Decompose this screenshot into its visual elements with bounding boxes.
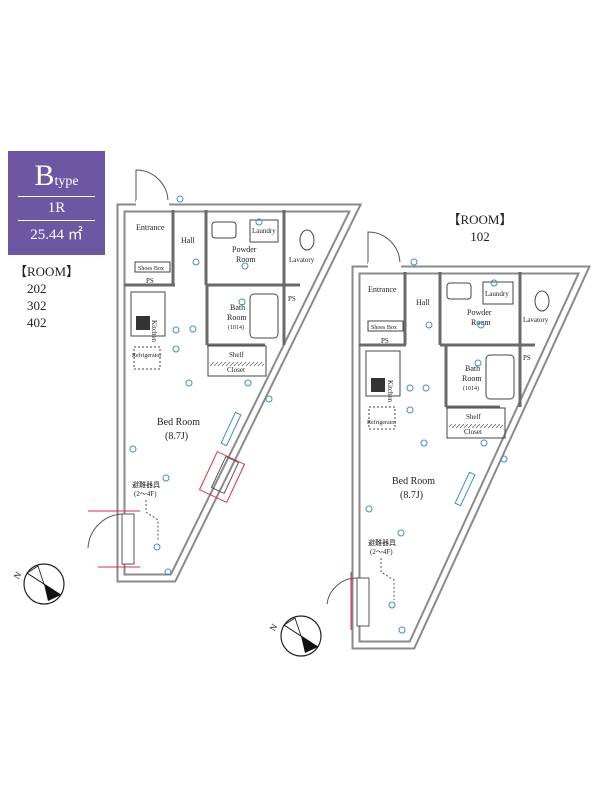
hall-label: Hall	[416, 298, 431, 307]
refrigerator-space	[133, 346, 161, 370]
unit-area: 25.44 ㎡	[30, 227, 83, 243]
refrigerator-label: Refrigerator	[132, 352, 161, 359]
balcony-door	[121, 513, 135, 565]
room-number: 202	[27, 281, 47, 296]
closet-label: Closet	[227, 366, 245, 374]
balcony-door	[356, 577, 370, 627]
laundry-pan	[249, 219, 279, 243]
unit-type-title: Btype	[8, 159, 105, 199]
sliding-window	[210, 455, 240, 495]
room-102-caption: 【ROOM】 102	[440, 211, 520, 245]
unit-layout: 1R	[47, 200, 66, 216]
shelf-label: Shelf	[229, 351, 244, 359]
refrigerator-space	[368, 406, 396, 430]
shoes-box-label: Shoes Box	[371, 325, 397, 331]
stove-icon	[136, 316, 150, 330]
card-divider	[18, 196, 95, 197]
electrical-fixtures	[365, 258, 508, 634]
stove-icon	[371, 378, 385, 392]
unit-type-letter: B	[34, 159, 55, 192]
kitchen-label: Kitchen	[150, 320, 158, 343]
toilet	[534, 290, 550, 312]
room-number: 302	[27, 298, 47, 313]
bath-label-2: Room	[462, 374, 482, 383]
floor-plan-left: Shoes Box PS Entrance Hall Laundry Powde…	[87, 169, 363, 583]
kitchen-counter	[130, 291, 166, 337]
north-arrow-icon: N	[268, 615, 322, 657]
closet	[446, 407, 506, 439]
shelf-label: Shelf	[466, 413, 481, 421]
entrance-label: Entrance	[368, 285, 397, 294]
lavatory-label: Lavatory	[523, 316, 549, 324]
closet	[207, 345, 267, 377]
card-divider	[18, 220, 95, 221]
closet-label: Closet	[464, 428, 482, 436]
bath-label-2: Room	[227, 313, 247, 322]
bed-room-label: Bed Room	[157, 417, 200, 428]
interior-walls	[359, 272, 535, 409]
kitchen-counter	[365, 350, 401, 397]
shoes-box	[367, 320, 404, 332]
escape-device-label-2: (2～4F)	[370, 548, 393, 556]
powder-room-label-2: Room	[236, 255, 256, 264]
bed-room-label: Bed Room	[392, 476, 435, 487]
bath-label-3: (1014)	[463, 385, 479, 392]
ps-label: PS	[146, 277, 154, 285]
refrigerator-label: Refrigerator	[367, 419, 396, 426]
entrance-door	[367, 231, 401, 265]
laundry-pan	[482, 281, 514, 305]
bed-room-size: (8.7J)	[165, 431, 188, 442]
bathtub	[485, 354, 515, 400]
laundry-label: Laundry	[252, 227, 276, 235]
room-list: 【ROOM】 202 302 402	[14, 263, 102, 331]
room-102-number: 102	[470, 229, 490, 244]
ps-label: PS	[381, 337, 389, 345]
window	[220, 411, 242, 447]
escape-device-label-2: (2～4F)	[134, 490, 157, 498]
room-list-header: 【ROOM】	[14, 264, 80, 279]
ps-label: PS	[523, 354, 531, 362]
entrance-door	[135, 169, 169, 203]
unit-type-suffix: type	[54, 174, 79, 189]
washbasin	[446, 282, 472, 300]
north-label: N	[12, 570, 24, 581]
laundry-label: Laundry	[485, 290, 509, 298]
ps-label: PS	[288, 295, 296, 303]
bed-room-size: (8.7J)	[400, 490, 423, 501]
hall-label: Hall	[181, 236, 196, 245]
escape-device-label-1: 避難器具	[132, 480, 160, 489]
escape-device-label-1: 避難器具	[368, 538, 396, 547]
window-highlight	[198, 450, 246, 504]
floor-plan-right: Shoes Box PS Entrance Hall Laundry Powde…	[326, 231, 592, 650]
bath-label-3: (1014)	[228, 324, 244, 331]
room-number: 402	[27, 315, 47, 330]
bath-label-1: Bath	[465, 364, 480, 373]
electrical-fixtures	[129, 195, 273, 576]
powder-room-label-1: Powder	[232, 245, 257, 254]
north-label: N	[268, 622, 280, 633]
kitchen-label: Kitchen	[386, 380, 394, 403]
bathtub	[249, 293, 279, 339]
shoes-box-label: Shoes Box	[138, 266, 164, 272]
room-102-header: 【ROOM】	[447, 212, 513, 227]
entrance-label: Entrance	[136, 223, 165, 232]
shoes-box	[134, 261, 171, 273]
lavatory-label: Lavatory	[289, 256, 315, 264]
toilet	[299, 229, 315, 251]
unit-type-card: Btype 1R 25.44 ㎡	[8, 151, 105, 255]
window	[454, 471, 476, 507]
north-arrow-icon: N	[12, 563, 65, 605]
washbasin	[211, 221, 237, 239]
interior-walls	[124, 210, 300, 347]
bath-label-1: Bath	[230, 303, 245, 312]
powder-room-label-1: Powder	[467, 308, 492, 317]
